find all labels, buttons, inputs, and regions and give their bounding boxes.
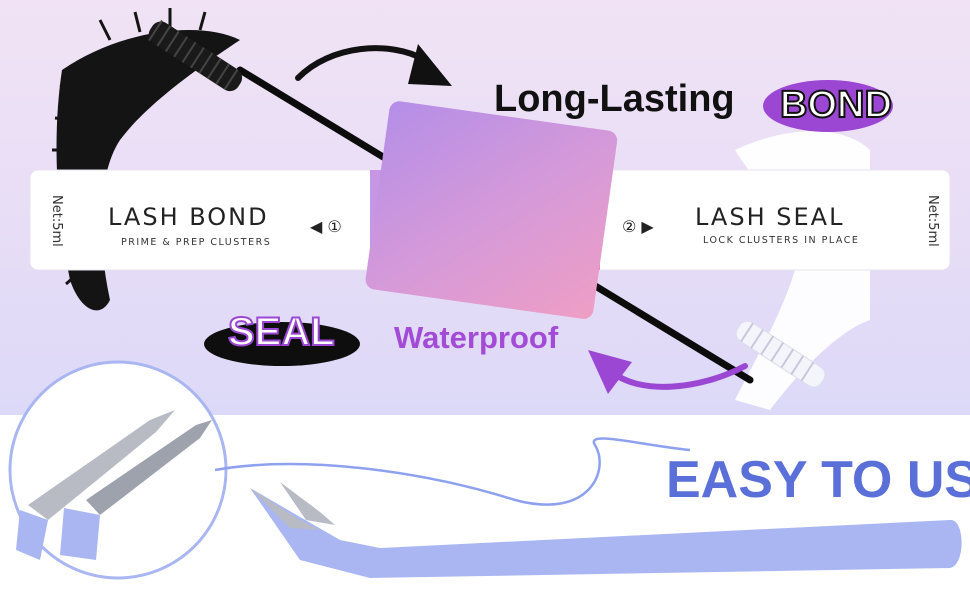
lash-bond-label: LASH BOND [108, 203, 269, 231]
easy-to-use-text: EASY TO USE [666, 451, 970, 509]
connector-line [214, 437, 691, 506]
lash-bond-subtitle: PRIME & PREP CLUSTERS [121, 237, 272, 248]
lash-seal-label: LASH SEAL [695, 203, 845, 231]
waterproof-text: Waterproof [394, 320, 559, 355]
arrow-bottom-icon [588, 350, 748, 394]
net-volume-right: Net:5ml [925, 195, 940, 247]
tweezer-zoom-circle [8, 360, 228, 580]
step-one-indicator: ◀ ① [310, 217, 342, 236]
arrow-top-icon [295, 44, 452, 86]
tweezer-icon [250, 482, 962, 578]
seal-badge [204, 322, 360, 366]
net-volume-left: Net:5ml [49, 195, 64, 247]
tube-cap [365, 101, 618, 319]
bond-badge [763, 80, 893, 132]
long-lasting-text: Long-Lasting [494, 78, 735, 120]
bond-text: BOND [779, 83, 893, 127]
lash-seal-subtitle: LOCK CLUSTERS IN PLACE [703, 235, 860, 246]
seal-text: SEAL [227, 309, 336, 355]
step-two-indicator: ② ▶ [622, 217, 654, 236]
